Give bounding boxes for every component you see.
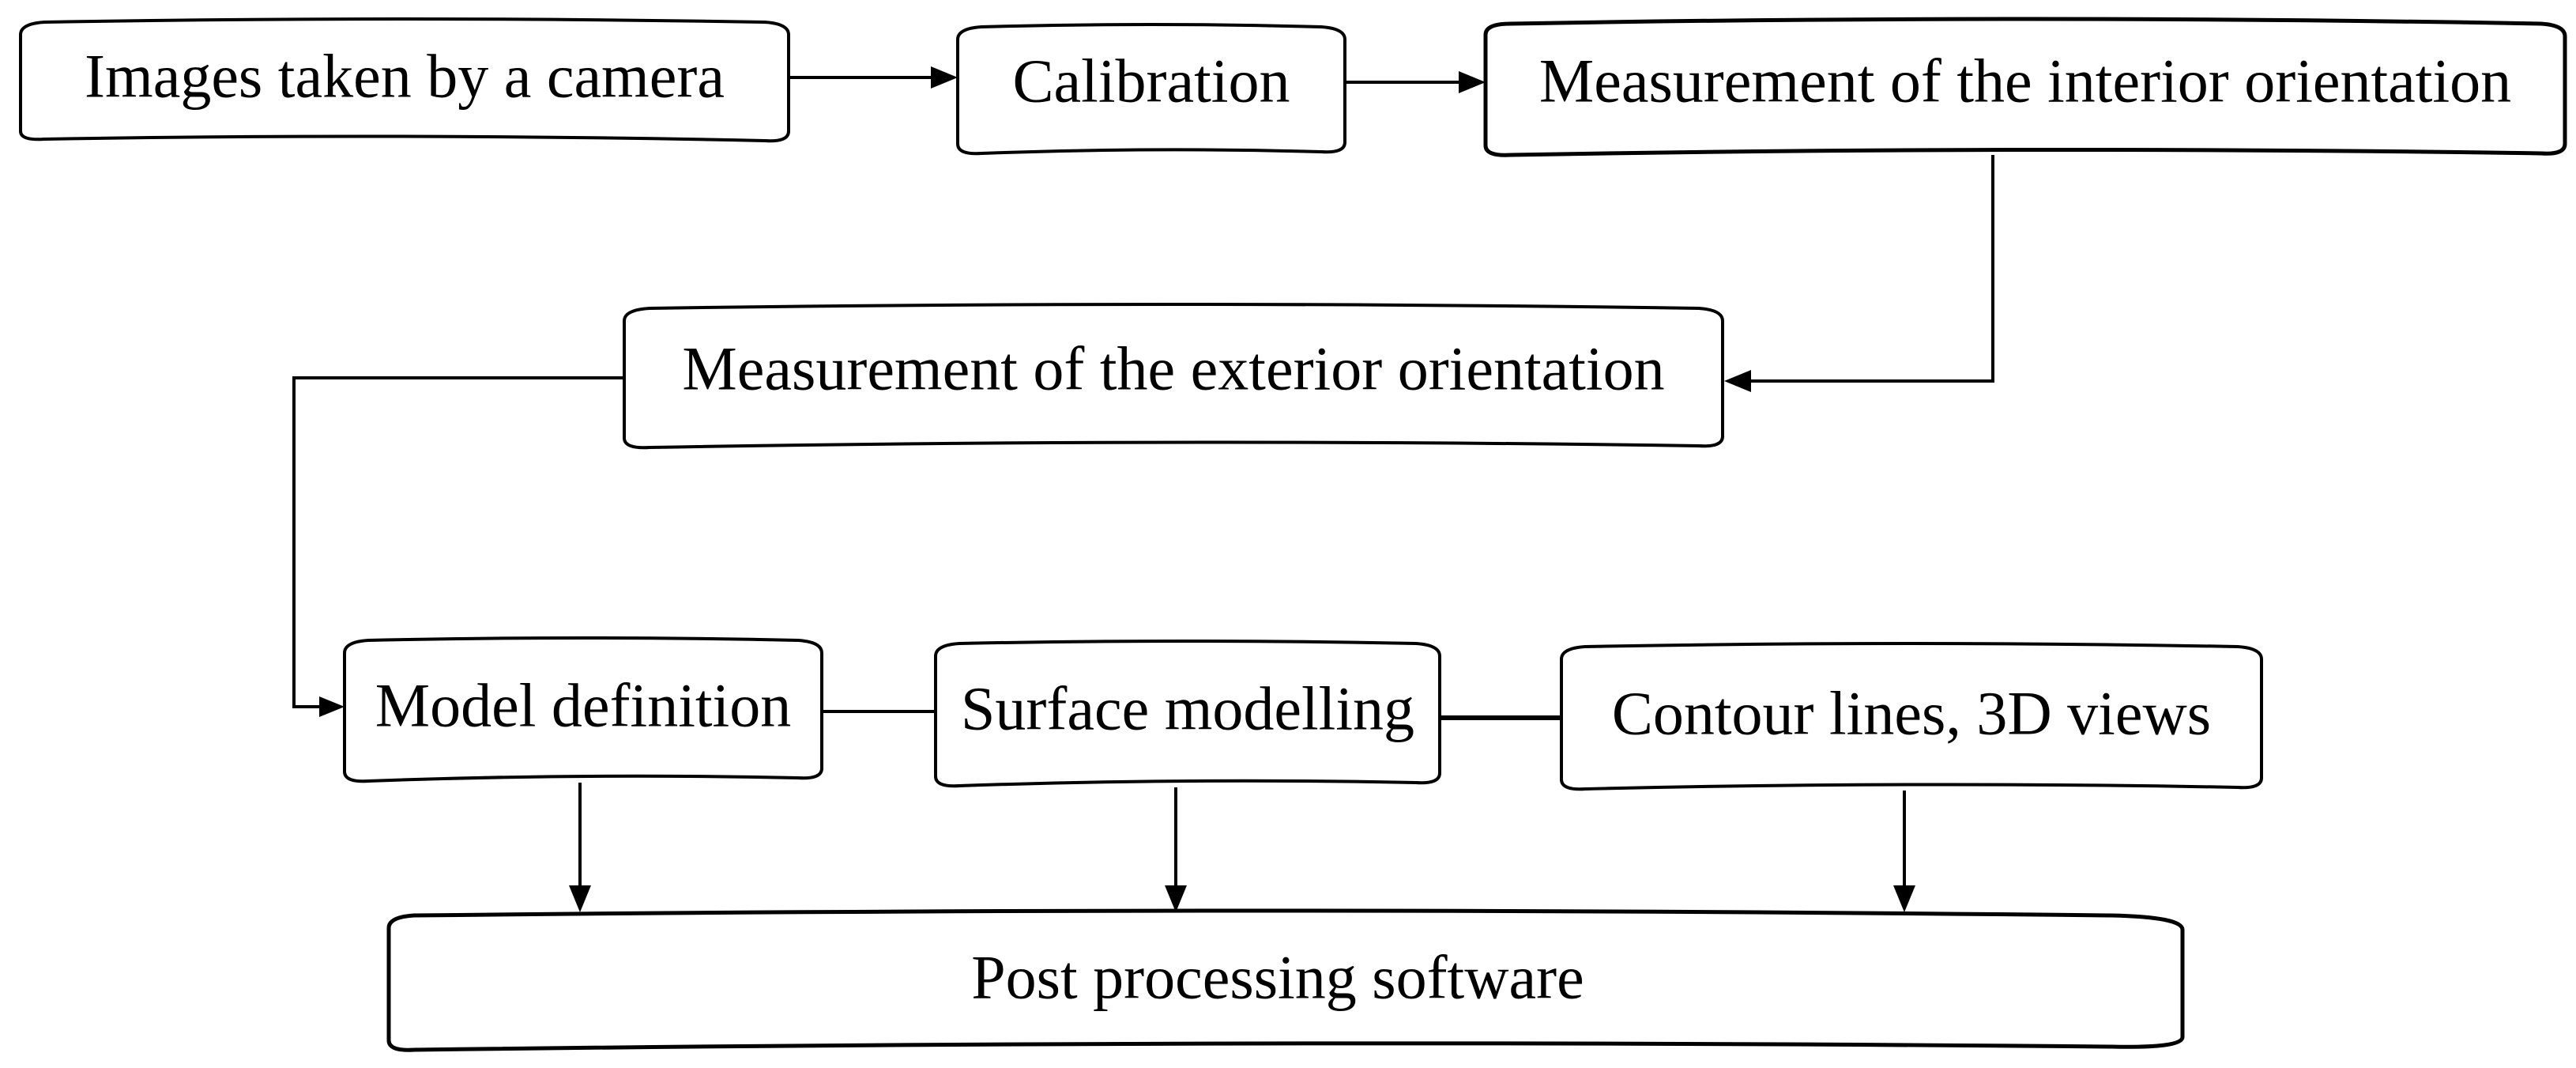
node-surface-modelling-shape xyxy=(934,640,1441,788)
edge-contour-to-post-processing xyxy=(1893,791,1915,912)
edge-calibration-to-interior xyxy=(1345,71,1486,93)
edges xyxy=(292,66,1994,912)
arrowhead-icon xyxy=(1893,885,1915,912)
arrowhead-icon xyxy=(569,885,591,912)
arrowhead-icon xyxy=(319,696,345,717)
edge-surface-modelling-to-post-processing xyxy=(1165,787,1187,912)
node-post-processing-shape xyxy=(386,908,2185,1052)
node-model-definition-label: Model definition xyxy=(375,671,791,740)
node-interior: Measurement of the interior orientation xyxy=(1483,17,2567,157)
node-contour: Contour lines, 3D views xyxy=(1560,642,2263,791)
arrowhead-icon xyxy=(1724,370,1751,392)
arrowhead-icon xyxy=(1165,885,1187,912)
nodes: Images taken by a camera Calibration Mea… xyxy=(19,17,2567,1052)
edge-exterior-to-model-definition xyxy=(292,376,624,717)
node-model-definition: Model definition xyxy=(343,636,823,783)
node-contour-shape xyxy=(1560,642,2263,791)
node-interior-shape xyxy=(1483,17,2567,157)
node-calibration: Calibration xyxy=(956,23,1346,156)
node-surface-modelling-label: Surface modelling xyxy=(961,674,1414,743)
node-exterior: Measurement of the exterior orientation xyxy=(623,303,1724,450)
node-images: Images taken by a camera xyxy=(19,17,790,143)
arrowhead-icon xyxy=(931,66,958,89)
node-post-processing: Post processing software xyxy=(386,908,2185,1052)
node-surface-modelling: Surface modelling xyxy=(934,640,1441,788)
arrowhead-icon xyxy=(1459,71,1486,93)
node-post-processing-label: Post processing software xyxy=(971,943,1584,1012)
node-interior-label: Measurement of the interior orientation xyxy=(1539,47,2511,115)
node-images-label: Images taken by a camera xyxy=(85,42,725,111)
edge-model-definition-to-post-processing xyxy=(569,783,591,912)
node-calibration-label: Calibration xyxy=(1013,47,1290,115)
node-images-shape xyxy=(19,17,790,143)
node-model-definition-shape xyxy=(343,636,823,783)
node-exterior-shape xyxy=(623,303,1724,450)
node-contour-label: Contour lines, 3D views xyxy=(1612,679,2211,748)
node-exterior-label: Measurement of the exterior orientation xyxy=(682,334,1664,403)
edge-images-to-calibration xyxy=(789,66,958,89)
node-calibration-shape xyxy=(956,23,1346,156)
edge-interior-to-exterior xyxy=(1724,155,1994,392)
